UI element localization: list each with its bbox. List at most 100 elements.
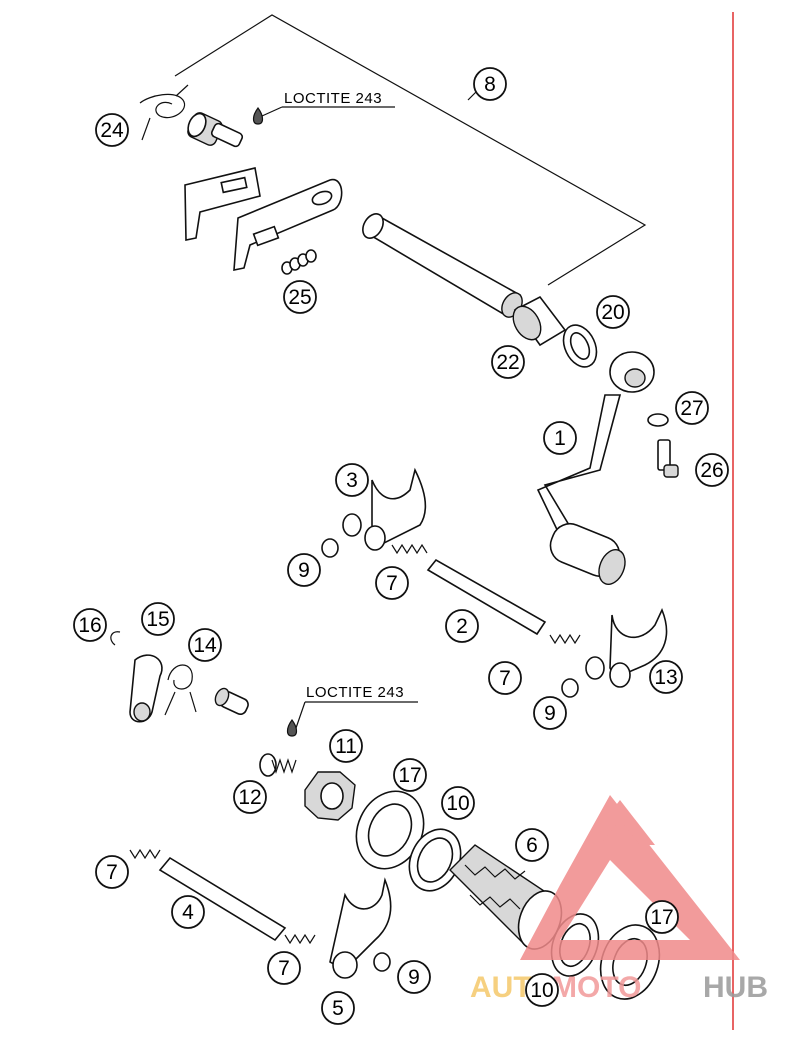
callout-number: 15 [146, 608, 169, 631]
callout-number: 17 [650, 906, 673, 929]
callout-number: 7 [106, 861, 118, 884]
shift-fork-part-5 [329, 877, 392, 979]
callout-circle [645, 900, 679, 934]
callout-number: 24 [100, 119, 124, 142]
callout-circle [171, 895, 205, 929]
loctite-leader [261, 106, 283, 117]
bushing-part-9b [561, 678, 579, 698]
callout-circle [488, 661, 522, 695]
callout-number: 11 [335, 735, 357, 758]
callout-16: 16 [73, 608, 107, 642]
callout-group: 1234567777899910101112131415161717202224… [73, 67, 729, 1025]
callout-number: 10 [446, 792, 469, 815]
washer-part-27 [647, 413, 669, 427]
callout-circle [675, 391, 709, 425]
callout-number: 8 [484, 73, 496, 96]
callout-circle [543, 421, 577, 455]
callout-circle [375, 566, 409, 600]
shift-star-part-11 [304, 771, 356, 821]
callout-number: 9 [544, 702, 556, 725]
circlip-part-16 [110, 631, 121, 646]
spring-part-7c [129, 848, 161, 860]
pin-part [214, 687, 249, 715]
callout-number: 7 [386, 572, 398, 595]
bolt-part-26 [657, 439, 679, 478]
callout-circle [441, 786, 475, 820]
loctite-label-bottom: LOCTITE 243 [306, 684, 404, 701]
watermark-text-moto: MOTO [552, 971, 641, 1004]
callout-5: 5 [321, 991, 355, 1025]
callout-number: 26 [700, 459, 723, 482]
callout-27: 27 [675, 391, 709, 425]
callout-circle [141, 602, 175, 636]
callout-10: 10 [441, 786, 475, 820]
loctite-label-top: LOCTITE 243 [284, 90, 382, 107]
callout-number: 7 [278, 957, 290, 980]
spring-part-7a [391, 543, 428, 555]
callout-number: 17 [398, 764, 421, 787]
callout-13: 13 [649, 660, 683, 694]
callout-number: 9 [408, 966, 420, 989]
callout-9: 9 [533, 696, 567, 730]
callout-7: 7 [267, 951, 301, 985]
callout-circle [321, 991, 355, 1025]
callout-circle [473, 67, 507, 101]
callout-circle [188, 628, 222, 662]
callout-17: 17 [645, 900, 679, 934]
callout-4: 4 [171, 895, 205, 929]
shift-shaft-part [362, 213, 523, 318]
shift-fork-part-3 [342, 467, 427, 551]
callout-circle [233, 780, 267, 814]
callout-14: 14 [188, 628, 222, 662]
spring-part-7b [549, 633, 581, 645]
shift-lever-plate-part [233, 179, 343, 271]
callout-number: 7 [499, 667, 511, 690]
callout-circle [397, 960, 431, 994]
loctite-drop-icon-2 [286, 718, 298, 737]
callout-7: 7 [375, 566, 409, 600]
callout-8: 8 [473, 67, 507, 101]
callout-circle [329, 729, 363, 763]
callout-circle [95, 113, 129, 147]
callout-circle [335, 463, 369, 497]
callout-26: 26 [695, 453, 729, 487]
callout-7: 7 [95, 855, 129, 889]
shift-rod-part-4 [158, 856, 287, 942]
lever-part-15 [129, 654, 163, 723]
seal-ring-part-20 [562, 324, 598, 368]
callout-circle [491, 345, 525, 379]
callout-number: 22 [496, 351, 519, 374]
shift-fork-part-13 [585, 607, 668, 688]
callout-circle [515, 828, 549, 862]
callout-number: 4 [182, 901, 194, 924]
callout-circle [533, 696, 567, 730]
callout-6: 6 [515, 828, 549, 862]
callout-circle [445, 609, 479, 643]
callout-circle [287, 553, 321, 587]
detent-bolt-part [187, 112, 244, 148]
callout-25: 25 [283, 280, 317, 314]
callout-9: 9 [397, 960, 431, 994]
callout-number: 16 [78, 614, 101, 637]
callout-24: 24 [95, 113, 129, 147]
callout-number: 3 [346, 469, 358, 492]
callout-9: 9 [287, 553, 321, 587]
spring-part-24 [139, 84, 189, 141]
callout-17: 17 [393, 758, 427, 792]
bearing-part-17a [355, 790, 425, 870]
callout-12: 12 [233, 780, 267, 814]
callout-circle [596, 295, 630, 329]
callout-number: 14 [193, 634, 217, 657]
callout-number: 27 [680, 397, 703, 420]
shift-rod-part-2 [426, 558, 547, 636]
bushing-part-22 [512, 295, 567, 347]
loctite-drop-icon [252, 106, 264, 125]
callout-number: 1 [554, 427, 566, 450]
callout-circle [283, 280, 317, 314]
loctite-leader-2 [295, 701, 306, 729]
shift-lever-part-1 [536, 351, 655, 585]
callout-11: 11 [329, 729, 363, 763]
spring-part-7d [284, 933, 316, 945]
callout-circle [695, 453, 729, 487]
